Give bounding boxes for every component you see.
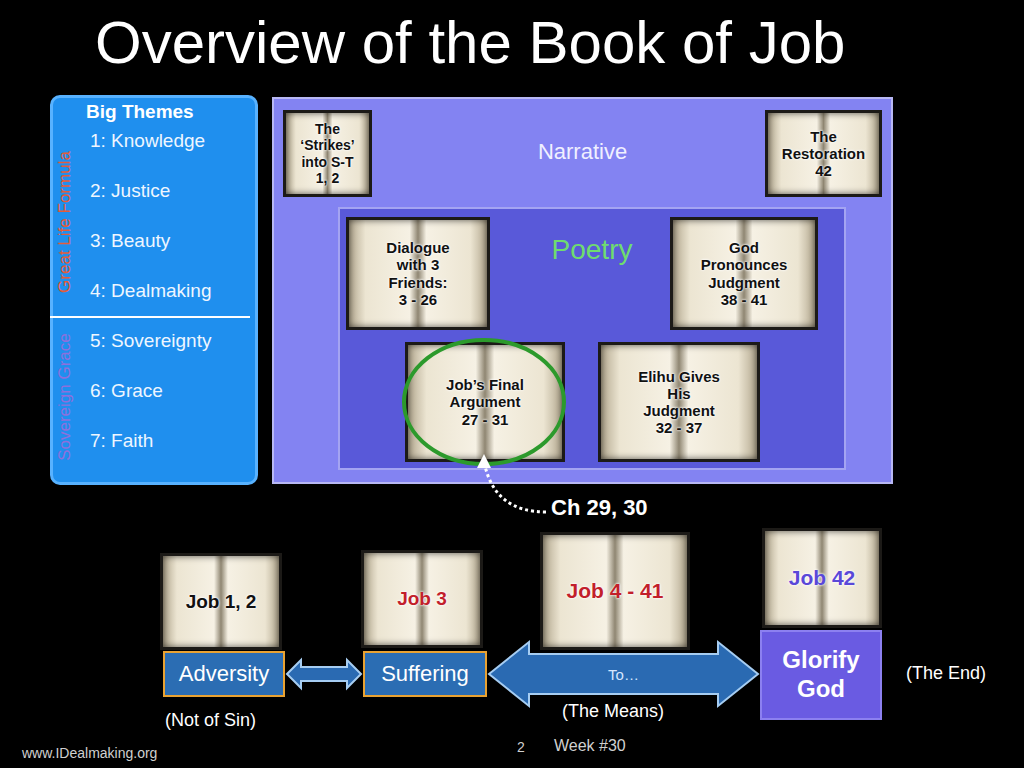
- book-box: The Restoration42: [765, 110, 882, 197]
- book-title: Job 42: [789, 566, 856, 590]
- chapter-range: 38 - 41: [721, 291, 768, 308]
- side-label: Great Life Formula: [55, 137, 75, 307]
- book-title: The Restoration: [778, 128, 870, 163]
- book-title: Elihu Gives His Judgment: [634, 368, 724, 420]
- book-box: Dialogue with 3 Friends:3 - 26: [346, 217, 490, 330]
- week-label: Week #30: [554, 736, 626, 756]
- edge-label: To…: [608, 666, 639, 683]
- poetry-box: PoetryDialogue with 3 Friends:3 - 26God …: [338, 207, 846, 470]
- book-title: The ‘Strikes’ into S-T: [287, 121, 369, 169]
- double-arrow: [489, 642, 758, 706]
- theme-item: 7: Faith: [90, 429, 153, 453]
- book-box: Job 4 - 41: [540, 532, 690, 650]
- book-box: Job’s Final Argument27 - 31: [405, 342, 565, 462]
- highlight-circle: [404, 340, 564, 464]
- book-title: Job 4 - 41: [567, 579, 664, 603]
- theme-item: 3: Beauty: [90, 229, 170, 253]
- page-number: 2: [517, 737, 525, 757]
- slide-title: Overview of the Book of Job: [95, 8, 845, 78]
- side-label: Sovereign Grace: [55, 322, 75, 472]
- chapter-range: 42: [815, 162, 832, 179]
- theme-item: 6: Grace: [90, 379, 163, 403]
- box-text: Suffering: [381, 661, 469, 687]
- theme-item: 1: Knowledge: [90, 129, 205, 153]
- narrative-box: NarrativeThe ‘Strikes’ into S-T1, 2The R…: [272, 97, 893, 484]
- book-box: Job 3: [361, 550, 483, 648]
- book-box: Job 1, 2: [160, 553, 282, 650]
- theme-item: 2: Justice: [90, 179, 170, 203]
- stage-box: Suffering: [363, 651, 487, 697]
- chapter-range: 3 - 26: [399, 291, 437, 308]
- themes-panel: Big Themes 1: Knowledge 2: Justice 3: Beaut…: [50, 95, 258, 485]
- theme-item: 5: Sovereignty: [90, 329, 211, 353]
- book-title: Dialogue with 3 Friends:: [376, 239, 460, 291]
- box-text: Glorify God: [762, 646, 880, 704]
- book-title: Job 3: [397, 588, 447, 610]
- chapter-range: 1, 2: [316, 170, 339, 186]
- note-label: (The End): [906, 663, 986, 683]
- note-label: (The Means): [562, 701, 664, 721]
- book-box: God Pronounces Judgment38 - 41: [670, 217, 818, 330]
- book-title: God Pronounces Judgment: [698, 239, 790, 291]
- chapter-range: 32 - 37: [656, 419, 703, 436]
- book-box: Job 42: [762, 528, 882, 628]
- theme-item: 4: Dealmaking: [90, 279, 211, 303]
- callout-label: Ch 29, 30: [551, 498, 648, 518]
- panel-heading: Big Themes: [86, 100, 194, 124]
- box-text: Adversity: [179, 661, 269, 687]
- note-label: (Not of Sin): [165, 710, 256, 730]
- book-box: The ‘Strikes’ into S-T1, 2: [283, 110, 372, 197]
- goal-box: Glorify God: [760, 630, 882, 720]
- stage-box: Adversity: [163, 651, 285, 697]
- double-arrow: [287, 660, 361, 688]
- book-title: Job 1, 2: [186, 591, 257, 613]
- book-title: Job’s Final Argument: [445, 376, 525, 411]
- footer-url: www.IDealmaking.org: [22, 743, 157, 763]
- book-box: Elihu Gives His Judgment32 - 37: [598, 342, 760, 462]
- chapter-range: 27 - 31: [462, 411, 509, 428]
